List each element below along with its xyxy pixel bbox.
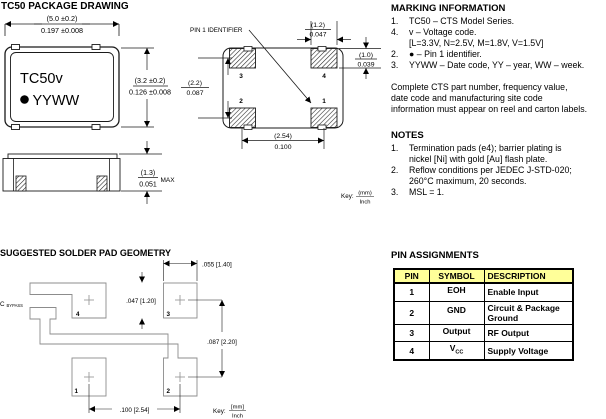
dim-hpitch-mm: (2.54) bbox=[274, 133, 292, 140]
pad-hpitch-dimension bbox=[241, 128, 325, 149]
key-inch-top: Inch bbox=[360, 200, 371, 206]
dim-height-in: 0.126 ±0.008 bbox=[129, 88, 171, 97]
solder-vpitch-dimension bbox=[188, 299, 225, 378]
pad-vpitch-dimension bbox=[198, 57, 232, 119]
note-item: 1. Termination pads (e4); barrier platin… bbox=[391, 143, 562, 153]
pin1-dot bbox=[20, 95, 29, 104]
solder-pad-4-label: 4 bbox=[76, 311, 80, 318]
col-header-pin: PIN bbox=[393, 268, 430, 284]
notes-title: NOTES bbox=[391, 130, 424, 141]
pin-assignments-title: PIN ASSIGNMENTS bbox=[391, 250, 479, 261]
note-item-line2: nickel [Ni] with gold [Au] flash plate. bbox=[409, 154, 548, 164]
pad-center-crosses bbox=[84, 295, 185, 382]
table-row: 4 VCC Supply Voltage bbox=[393, 341, 574, 361]
col-header-symbol: SYMBOL bbox=[428, 268, 485, 284]
marking-item: 1. TC50 – CTS Model Series. bbox=[391, 16, 515, 26]
package-side-view: (1.3) 0.051 MAX bbox=[2, 141, 176, 204]
dim-thick-max: MAX bbox=[161, 177, 176, 184]
pad-2 bbox=[229, 107, 256, 128]
dim-padh-mm: (1.0) bbox=[359, 52, 373, 59]
solder-pad-2-label: 2 bbox=[167, 388, 171, 395]
chip-model-text: TC50v bbox=[20, 71, 63, 87]
dim-padh-in: 0.039 bbox=[357, 62, 374, 69]
key-label-top: Key: bbox=[341, 193, 354, 200]
pin-assignments-section: PIN ASSIGNMENTS PIN SYMBOL DESCRIPTION 1… bbox=[391, 250, 605, 362]
dim-vpitch-in: 0.087 bbox=[186, 90, 203, 97]
key-inch-bottom: Inch bbox=[232, 414, 243, 419]
notes-section: NOTES 1. Termination pads (e4); barrier … bbox=[391, 130, 605, 198]
width-dimension bbox=[4, 21, 120, 36]
pad-3-label: 3 bbox=[239, 73, 243, 80]
dim-padw-in: 0.047 bbox=[309, 32, 326, 39]
pin1-identifier-label: PIN 1 IDENTIFIER bbox=[190, 27, 243, 34]
solder-pad-title: SUGGESTED SOLDER PAD GEOMETRY bbox=[0, 248, 172, 258]
marking-item: 4. v – Voltage code. bbox=[391, 27, 477, 37]
solder-hpitch-dimension bbox=[88, 384, 181, 413]
solder-pad-geometry: 4 3 1 2 C BYPASS .055 [1.40] .047 [1.20] bbox=[0, 260, 246, 419]
c-bypass-label: C bbox=[0, 301, 5, 308]
pad-1 bbox=[310, 107, 338, 128]
dim-thick-mm: (1.3) bbox=[141, 170, 155, 177]
package-drawing-title: TC50 PACKAGE DRAWING bbox=[1, 1, 129, 12]
pad-width-dimension bbox=[297, 21, 351, 45]
pad-4-label: 4 bbox=[322, 73, 326, 80]
table-row: 3 Output RF Output bbox=[393, 323, 574, 343]
note-item: 3. MSL = 1. bbox=[391, 187, 445, 197]
table-row: 1 EOH Enable Input bbox=[393, 282, 574, 302]
marking-information-section: MARKING INFORMATION 1. TC50 – CTS Model … bbox=[391, 3, 605, 115]
dim-width-in: 0.197 ±0.008 bbox=[41, 26, 83, 35]
note-item: 2. Reflow conditions per JEDEC J-STD-020… bbox=[391, 165, 572, 175]
note-item-line2: 260°C maximum, 20 seconds. bbox=[409, 176, 527, 186]
c-bypass-sub-label: BYPASS bbox=[7, 303, 24, 308]
key-mm-top: (mm) bbox=[358, 191, 372, 197]
thickness-dimension bbox=[119, 141, 162, 204]
solder-pad-1-label: 1 bbox=[75, 388, 79, 395]
table-row: 2 GND Circuit & Package Ground bbox=[393, 300, 574, 325]
dim-width-mm: (5.0 ±0.2) bbox=[47, 14, 78, 23]
marking-item: 2. ● – Pin 1 identifier. bbox=[391, 49, 482, 59]
dim-padw-mm: (1.2) bbox=[311, 22, 325, 29]
dim-height-mm: (3.2 ±0.2) bbox=[135, 76, 166, 85]
pad-2-label: 2 bbox=[239, 98, 243, 105]
solder-pad-3-label: 3 bbox=[167, 311, 171, 318]
dim-thick-in: 0.051 bbox=[139, 182, 157, 189]
package-drawings-canvas: (5.0 ±0.2) 0.197 ±0.008 TC50v YYWW (3.2 bbox=[0, 14, 381, 419]
marking-item-subline: [L=3.3V, N=2.5V, M=1.8V, V=1.5V] bbox=[409, 38, 544, 48]
package-front-view: (5.0 ±0.2) 0.197 ±0.008 TC50v YYWW (3.2 bbox=[4, 14, 171, 130]
pin1-leader-line bbox=[248, 29, 312, 104]
key-label-bottom: Key: bbox=[213, 408, 226, 415]
chip-datecode-text: YYWW bbox=[33, 93, 80, 109]
solder-trace-pad2-shape bbox=[29, 307, 198, 397]
pad-1-label: 1 bbox=[322, 98, 326, 105]
pin-assignments-table: PIN SYMBOL DESCRIPTION 1 EOH Enable Inpu… bbox=[393, 268, 574, 362]
pad-3 bbox=[229, 48, 256, 69]
solder-padw-dimension bbox=[163, 260, 198, 281]
solder-dim-hpitch: .100 [2.54] bbox=[120, 407, 150, 414]
marking-footer: Complete CTS part number, frequency valu… bbox=[391, 82, 588, 114]
dim-vpitch-mm: (2.2) bbox=[188, 80, 202, 87]
height-dimension bbox=[121, 47, 154, 128]
key-mm-bottom: [mm] bbox=[231, 405, 244, 411]
marking-information-title: MARKING INFORMATION bbox=[391, 3, 506, 14]
col-header-description: DESCRIPTION bbox=[483, 268, 574, 284]
table-header-row: PIN SYMBOL DESCRIPTION bbox=[393, 268, 574, 284]
solder-dim-padh: .047 [1.20] bbox=[126, 298, 156, 305]
pad-4 bbox=[310, 48, 338, 69]
dim-hpitch-in: 0.100 bbox=[274, 144, 291, 151]
pad-height-dimension bbox=[339, 37, 381, 79]
solder-dim-padw: .055 [1.40] bbox=[202, 262, 232, 269]
package-bottom-view: 3 4 2 1 PIN 1 IDENTIFIER (1.2) 0.047 bbox=[181, 21, 381, 206]
solder-dim-vpitch: .087 [2.20] bbox=[207, 339, 237, 346]
marking-item: 3. YYWW – Date code, YY – year, WW – wee… bbox=[391, 60, 585, 70]
solder-pad4-bypass-shape bbox=[29, 282, 107, 319]
